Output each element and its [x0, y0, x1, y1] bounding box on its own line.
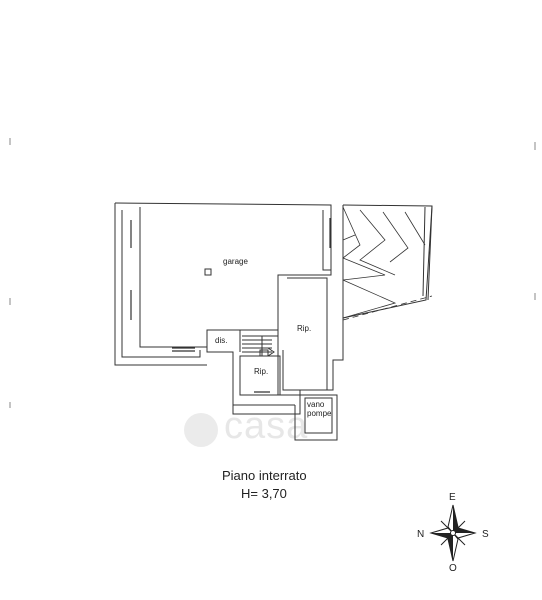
rip-small-label: Rip.: [254, 367, 268, 376]
watermark-text: casa: [224, 405, 309, 447]
inner-wall-left: [121, 210, 201, 358]
garage-inner: [139, 207, 207, 348]
outer-wall-left: [114, 203, 207, 366]
garage-column: [204, 268, 212, 276]
rip-room-outer: [277, 330, 300, 396]
plan-title: Piano interrato: [222, 468, 307, 483]
rip-small-outer: [232, 352, 295, 406]
ramp-outline: [342, 204, 433, 319]
garage-right-wall: [322, 210, 331, 271]
plan-height: H= 3,70: [241, 486, 287, 501]
stairs: [242, 335, 278, 357]
rip-right-label: Rip.: [297, 324, 311, 333]
watermark-logo: [184, 413, 218, 447]
compass-west-label: O: [449, 563, 457, 574]
vano-pompe-room: [294, 394, 338, 441]
ramp-outer-line: [422, 205, 433, 301]
vano-label: vano: [307, 400, 325, 409]
compass-north-label: N: [417, 529, 424, 540]
ramp-dashed: [342, 295, 433, 321]
pompe-label: pompe: [307, 409, 332, 418]
garage-label: garage: [223, 257, 248, 266]
door-mark: [259, 349, 269, 357]
window-marks: [130, 218, 331, 393]
dis-room: [207, 329, 241, 352]
outer-wall: [114, 202, 344, 415]
compass-east-label: E: [449, 492, 456, 503]
rip-room: [282, 277, 328, 391]
compass-south-label: S: [482, 529, 489, 540]
dis-label: dis.: [215, 336, 227, 345]
vano-pompe-inner: [304, 397, 333, 434]
compass-rose: N E S O: [417, 492, 489, 574]
ramp-lines: [342, 206, 426, 319]
